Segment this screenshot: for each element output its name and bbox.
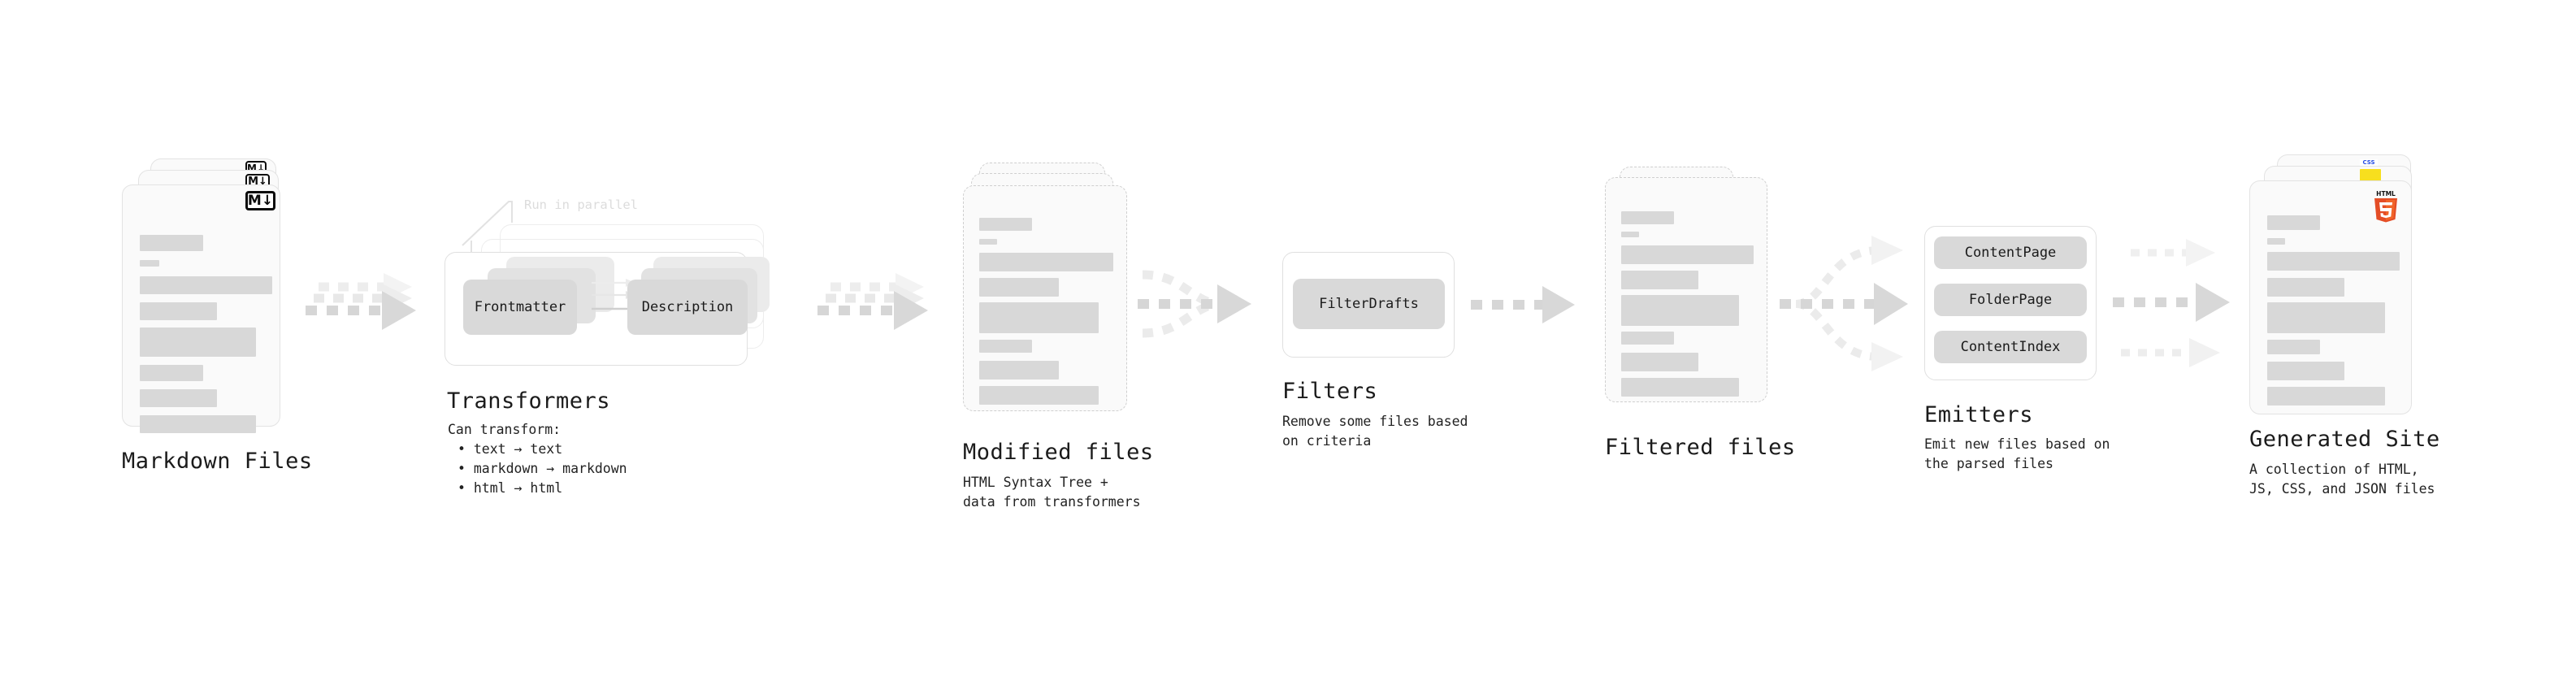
modified-files-subtitle: HTML Syntax Tree + data from transformer… (963, 475, 1141, 510)
file-content-bar (2267, 238, 2285, 245)
file-content-bar (979, 386, 1099, 405)
file-content-bar (140, 302, 217, 320)
file-content-bar (140, 235, 203, 251)
file-content-bar (1621, 245, 1754, 264)
filtered-files-stack (1605, 167, 1792, 435)
arrow-emitters-to-site (2106, 229, 2261, 379)
stage-title-transformers: Transformers (447, 388, 611, 414)
file-content-bar (2267, 252, 2400, 271)
file-content-bar (140, 327, 256, 357)
file-content-bar (1621, 332, 1674, 345)
file-content-bar (140, 276, 272, 294)
list-item: • html → html (458, 480, 563, 496)
transformer-node-frontmatter-label: Frontmatter (474, 299, 566, 315)
transformer-node-frontmatter[interactable]: Frontmatter (463, 280, 577, 335)
emitter-node-contentpage[interactable]: ContentPage (1934, 236, 2087, 269)
file-content-bar (1621, 211, 1674, 224)
file-content-bar (2267, 215, 2320, 230)
arrow-filters-to-filtered (1471, 283, 1601, 343)
stage-title-emitters: Emitters (1924, 402, 2034, 427)
stage-title-filtered-files: Filtered files (1605, 435, 1796, 460)
file-content-bar (1621, 378, 1739, 397)
run-in-parallel-label: Run in parallel (524, 197, 638, 212)
file-content-bar (979, 239, 997, 245)
emitter-node-folderpage-label: FolderPage (1968, 292, 2053, 308)
arrow-modified-to-filters (1138, 258, 1268, 356)
file-content-bar (979, 361, 1059, 380)
emitters-subtitle: Emit new files based on the parsed files (1924, 436, 2110, 471)
markdown-icon-front: M↓ (245, 191, 275, 210)
javascript-icon (2360, 169, 2381, 184)
arrow-transformers-to-modified (813, 268, 943, 341)
file-content-bar (979, 253, 1113, 271)
transformers-bullet-list: • text → text • markdown → markdown • ht… (458, 440, 627, 498)
modified-files-stack (963, 163, 1150, 431)
arrow-markdown-to-transformers (302, 268, 424, 341)
file-content-bar (2267, 302, 2385, 333)
file-content-bar (2267, 387, 2385, 406)
transformers-subtitle-head: Can transform: (448, 422, 562, 437)
generated-site-stack: CSS HTML (2249, 154, 2461, 431)
emitter-node-contentpage-label: ContentPage (1964, 245, 2057, 261)
file-content-bar (2267, 362, 2344, 380)
svg-text:HTML: HTML (2376, 190, 2396, 197)
file-content-bar (2267, 278, 2344, 297)
arrow-filtered-to-emitters (1780, 229, 1934, 375)
emitter-node-contentindex-label: ContentIndex (1960, 339, 2061, 355)
transformer-node-description[interactable]: Description (627, 280, 748, 335)
file-content-bar (979, 218, 1032, 231)
emitter-node-contentindex[interactable]: ContentIndex (1934, 331, 2087, 363)
list-item: • markdown → markdown (458, 461, 627, 476)
file-content-bar (1621, 232, 1639, 237)
generated-site-subtitle: A collection of HTML, JS, CSS, and JSON … (2249, 462, 2435, 497)
file-content-bar (979, 278, 1059, 297)
file-content-bar (140, 260, 159, 267)
html5-icon: HTML (2371, 189, 2400, 223)
file-content-bar (1621, 295, 1739, 326)
list-item: • text → text (458, 441, 563, 457)
file-content-bar (2267, 340, 2320, 354)
filters-subtitle: Remove some files based on criteria (1282, 414, 1468, 449)
emitter-node-folderpage[interactable]: FolderPage (1934, 284, 2087, 316)
file-content-bar (1621, 271, 1698, 289)
file-content-bar (979, 302, 1099, 333)
stage-title-modified-files: Modified files (963, 440, 1154, 465)
filter-node-filterdrafts-label: FilterDrafts (1319, 296, 1419, 312)
markdown-files-stack: M↓ M↓ M↓ (122, 158, 309, 433)
stage-title-filters: Filters (1282, 379, 1378, 404)
transformer-node-description-label: Description (641, 299, 734, 315)
file-content-bar (140, 365, 203, 381)
file-content-bar (979, 340, 1032, 353)
file-content-bar (140, 389, 217, 407)
filter-node-filterdrafts[interactable]: FilterDrafts (1293, 279, 1445, 329)
stage-title-generated-site: Generated Site (2249, 427, 2440, 452)
file-content-bar (140, 415, 256, 433)
file-content-bar (1621, 353, 1698, 371)
stage-title-markdown-files: Markdown Files (122, 449, 313, 474)
